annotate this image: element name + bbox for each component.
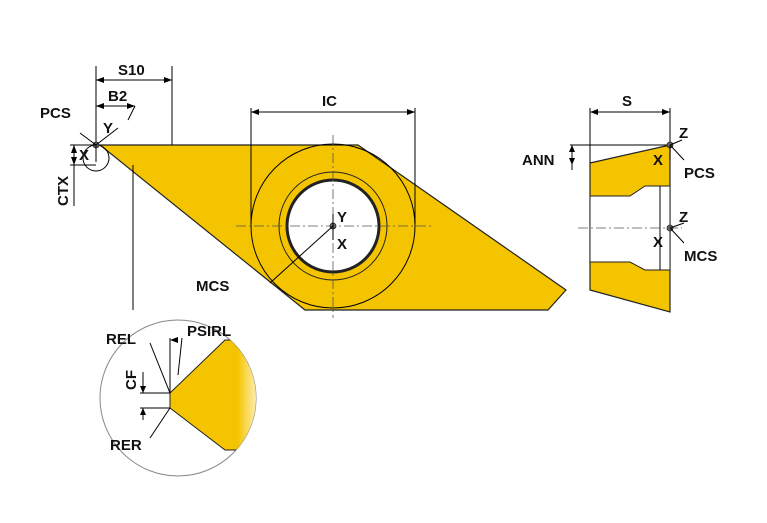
psirl-leader xyxy=(177,337,183,376)
cf-arrow-top xyxy=(140,386,146,393)
cf-arrow-bottom xyxy=(140,408,146,415)
x-top-label: X xyxy=(653,152,663,169)
mcs-right-label: MCS xyxy=(684,248,717,265)
x-left-label: X xyxy=(79,147,89,164)
corner-detail: REL PSIRL CF RER xyxy=(99,319,257,477)
ctx-arrow-bottom xyxy=(71,157,77,165)
ann-label: ANN xyxy=(522,152,555,169)
pcs-leader xyxy=(79,132,97,146)
mcs-center-label: MCS xyxy=(196,278,229,295)
x-mid-label: X xyxy=(653,234,663,251)
side-z-axis-top xyxy=(669,139,683,146)
ctx-arrow-top xyxy=(71,145,77,153)
y-left-label: Y xyxy=(103,120,113,137)
side-mcs-leader xyxy=(669,227,685,244)
ic-arrow-right xyxy=(407,109,415,115)
s10-arrow-right xyxy=(164,77,172,83)
insert-side-view: S ANN Z X PCS Z X MCS xyxy=(522,93,717,313)
rel-leader xyxy=(149,342,171,394)
b2-arrow-left xyxy=(96,103,104,109)
side-z-axis-mid xyxy=(669,222,685,229)
cf-label: CF xyxy=(123,370,140,390)
rel-label: REL xyxy=(106,331,136,348)
ctx-label: CTX xyxy=(55,176,72,206)
psirl-label: PSIRL xyxy=(187,323,231,340)
b2-ext xyxy=(127,105,136,121)
z-mid-label: Z xyxy=(679,209,688,226)
x-center-label: X xyxy=(337,236,347,253)
psirl-arrow xyxy=(170,337,178,343)
b2-arrow-right xyxy=(127,103,135,109)
s10-arrow-left xyxy=(96,77,104,83)
side-hole xyxy=(589,185,671,271)
ann-arrow-bottom xyxy=(569,158,575,165)
pcs-right-label: PCS xyxy=(684,165,715,182)
pcs-left-label: PCS xyxy=(40,105,71,122)
s-arrow-right xyxy=(662,109,670,115)
z-top-label: Z xyxy=(679,125,688,142)
ic-label: IC xyxy=(322,93,337,110)
rer-leader xyxy=(149,407,171,439)
ic-arrow-left xyxy=(251,109,259,115)
pcs-y-axis xyxy=(95,127,119,146)
s10-label: S10 xyxy=(118,62,145,79)
side-pcs-leader xyxy=(669,144,685,161)
ann-arrow-top xyxy=(569,145,575,152)
insert-top-view: Y X MCS IC S10 B2 PCS Y X xyxy=(40,62,567,318)
s-arrow-left xyxy=(590,109,598,115)
rer-label: RER xyxy=(110,437,142,454)
b2-label: B2 xyxy=(108,88,127,105)
s-label: S xyxy=(622,93,632,110)
y-center-label: Y xyxy=(337,209,347,226)
mcs-leader xyxy=(269,225,334,284)
